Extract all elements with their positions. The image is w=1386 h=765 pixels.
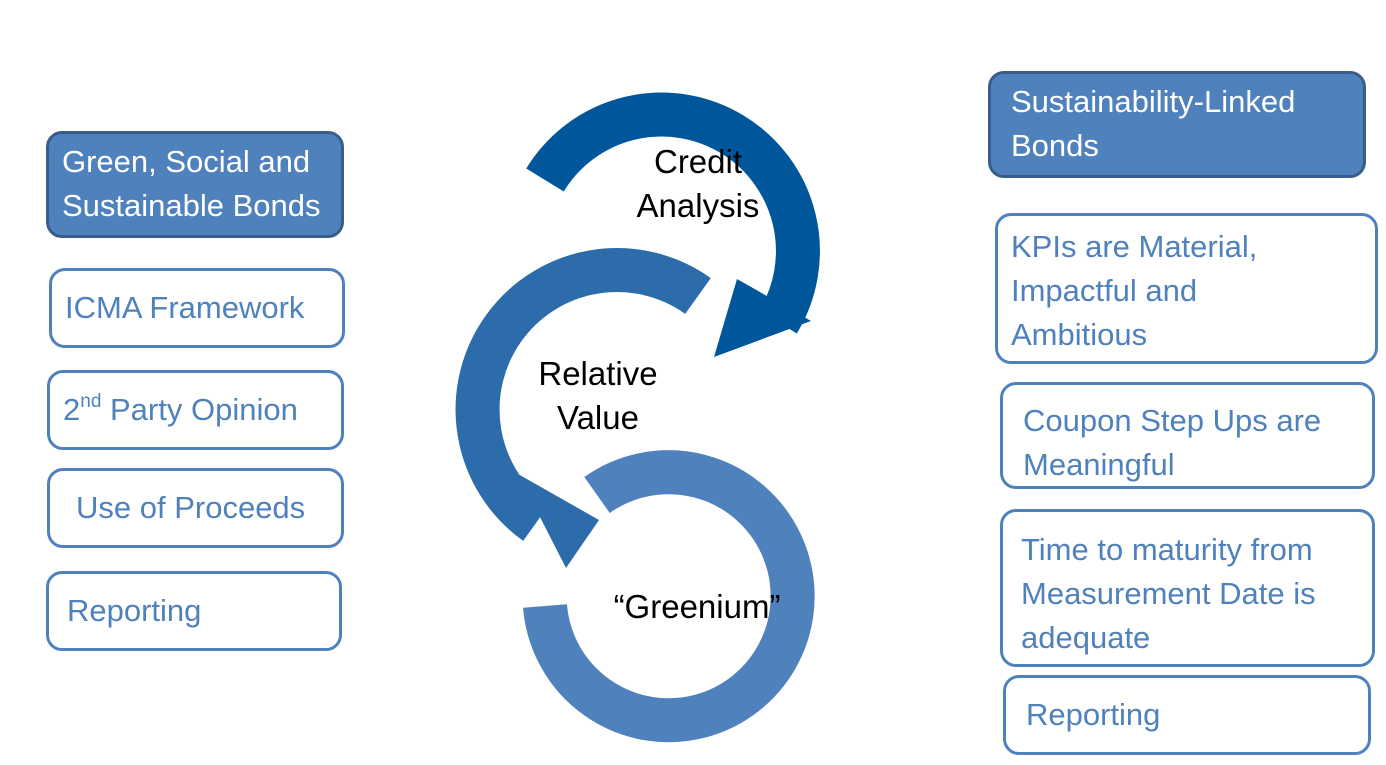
greenium-ring [523, 450, 815, 743]
left-item-use-of-proceeds: Use of Proceeds [47, 468, 344, 548]
left-item-reporting: Reporting [46, 571, 342, 651]
left-item-label: Reporting [67, 593, 202, 628]
right-item-line: Meaningful [1023, 447, 1175, 482]
left-item-label: ICMA Framework [65, 290, 305, 325]
left-item-label-rest: Party Opinion [101, 392, 298, 427]
cycle-step-line: Relative [538, 355, 658, 392]
relative-value-arc [455, 248, 711, 541]
right-item-time-to-maturity: Time to maturity from Measurement Date i… [1000, 509, 1375, 667]
relative-value-arrowhead [518, 474, 599, 568]
cycle-step-relative-value: Relative Value [518, 352, 678, 440]
left-header-line: Sustainable Bonds [62, 188, 321, 223]
cycle-step-line: Credit [653, 143, 743, 180]
credit-analysis-arrowhead [714, 279, 811, 357]
left-item-label: 2nd Party Opinion [63, 388, 298, 432]
right-item-kpis: KPIs are Material, Impactful and Ambitio… [995, 213, 1378, 364]
right-item-line: Impactful and [1011, 273, 1198, 308]
right-header-line: Sustainability-Linked [1011, 84, 1296, 119]
right-header-line: Bonds [1011, 128, 1099, 163]
right-item-coupon-step-ups: Coupon Step Ups are Meaningful [1000, 382, 1375, 489]
ordinal-number: 2 [63, 392, 81, 427]
left-item-icma-framework: ICMA Framework [49, 268, 345, 348]
right-item-line: Coupon Step Ups are [1023, 403, 1322, 438]
right-item-line: Measurement Date is [1021, 576, 1316, 611]
cycle-step-greenium: “Greenium” [590, 585, 804, 629]
cycle-step-line: Analysis [636, 187, 760, 224]
right-item-line: Time to maturity from [1021, 532, 1313, 567]
left-panel-header: Green, Social and Sustainable Bonds [46, 131, 344, 238]
cycle-step-credit-analysis: Credit Analysis [620, 140, 776, 228]
cycle-step-line: “Greenium” [613, 588, 781, 625]
ordinal-suffix: nd [80, 391, 102, 412]
credit-analysis-arc [526, 92, 820, 334]
left-item-label: Use of Proceeds [76, 490, 306, 525]
right-item-reporting: Reporting [1003, 675, 1371, 755]
right-item-line: Ambitious [1011, 317, 1148, 352]
cycle-step-line: Value [557, 399, 639, 436]
left-item-second-party-opinion: 2nd Party Opinion [47, 370, 344, 450]
right-item-label: Reporting [1026, 697, 1161, 732]
right-panel-header: Sustainability-Linked Bonds [988, 71, 1366, 178]
right-item-line: adequate [1021, 620, 1151, 655]
right-item-line: KPIs are Material, [1011, 229, 1258, 264]
left-header-line: Green, Social and [62, 144, 311, 179]
